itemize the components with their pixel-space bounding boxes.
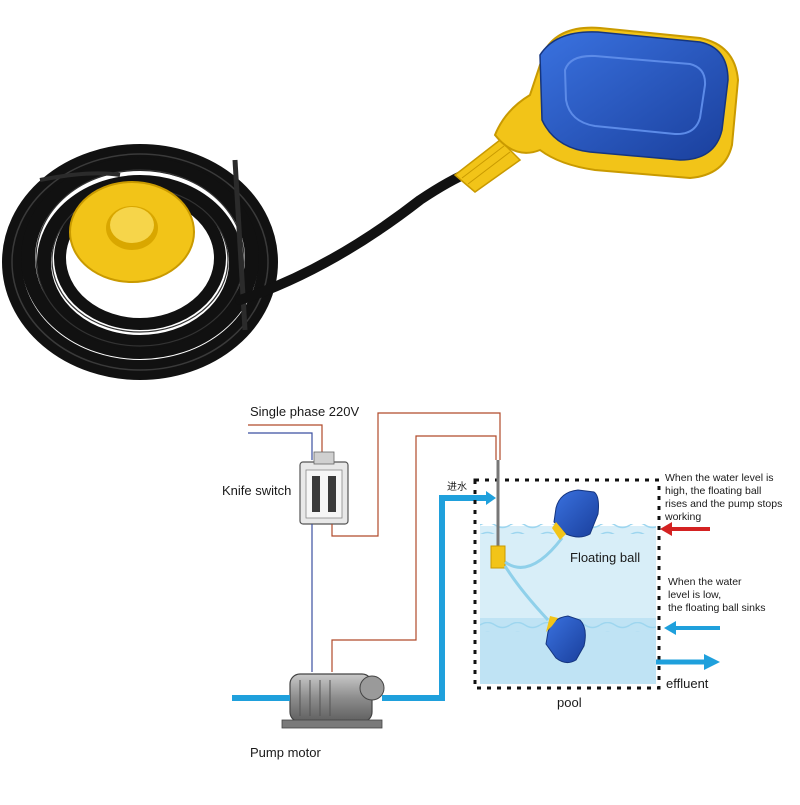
knife-switch-label: Knife switch	[222, 483, 291, 498]
high-note-line-3: rises and the pump stops	[665, 498, 782, 510]
high-level-arrow	[660, 522, 710, 536]
float-switch-icon	[2, 26, 740, 380]
control-wires	[311, 412, 501, 672]
wiring-diagram: Single phase 220V Knife switch Pump mot	[222, 404, 782, 760]
pump-motor-label: Pump motor	[250, 745, 321, 760]
float-assembly	[490, 460, 599, 664]
float-body	[493, 26, 740, 180]
cable-lead	[235, 167, 475, 305]
power-input-wires	[248, 424, 323, 460]
inlet-arrow	[486, 491, 496, 505]
effluent-label: effluent	[666, 676, 709, 691]
floating-ball-low	[545, 615, 586, 664]
high-note-line-4: working	[664, 511, 701, 523]
inlet-label: 进水	[447, 481, 467, 493]
low-level-arrow	[664, 621, 720, 635]
water-pipes	[232, 495, 488, 701]
effluent-arrow	[656, 654, 720, 670]
high-note-line-1: When the water level is	[665, 472, 774, 484]
low-note-line-3: the floating ball sinks	[668, 602, 765, 614]
cable-grommet	[453, 139, 522, 193]
low-note-line-2: level is low,	[668, 589, 721, 601]
floating-ball-high	[552, 489, 599, 540]
cable-coil	[2, 144, 278, 380]
high-note-line-2: high, the floating ball	[665, 485, 761, 497]
high-level-note: When the water level is high, the floati…	[664, 472, 782, 523]
power-label: Single phase 220V	[250, 404, 359, 419]
low-level-note: When the water level is low, the floatin…	[668, 576, 765, 614]
floating-ball-label: Floating ball	[570, 550, 640, 565]
pool-label: pool	[557, 695, 582, 710]
pump-motor-icon	[281, 673, 385, 729]
knife-switch-icon	[299, 451, 349, 525]
low-note-line-1: When the water	[668, 576, 742, 588]
